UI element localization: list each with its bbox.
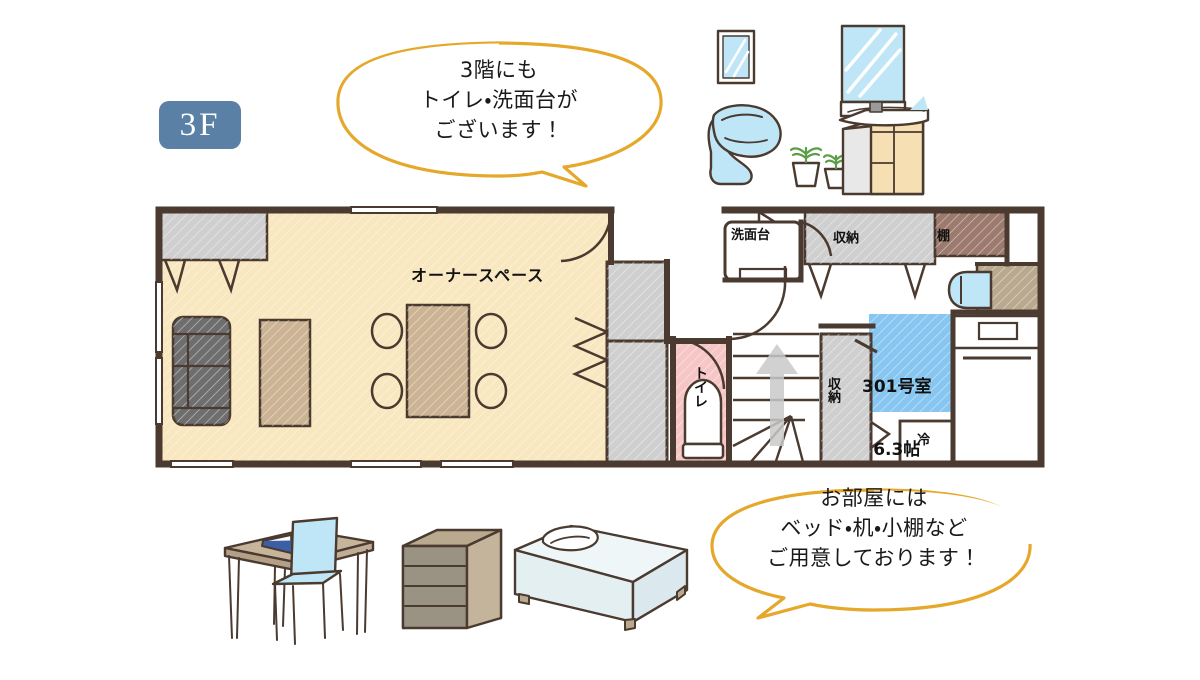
- chair-icon: [271, 516, 344, 645]
- room-label-leader: [854, 338, 878, 354]
- washbasin-unit: [723, 209, 803, 282]
- chest-of-drawers-icon: [401, 528, 503, 630]
- bottom-callout-bubble: お部屋には ベッド・机・小棚など ご用意しております！: [698, 468, 1050, 632]
- furniture-illustration: [215, 498, 695, 650]
- folding-door: [571, 316, 611, 390]
- partition-upper: [605, 260, 669, 343]
- top-callout-text: 3階にも トイレ・洗面台が ございます！: [419, 58, 579, 142]
- bed-icon: [513, 524, 689, 631]
- staircase: [732, 332, 819, 465]
- wall-mirror-icon: [716, 29, 756, 85]
- sink-icon: [947, 270, 993, 310]
- up-arrow-icon: [756, 344, 798, 446]
- potted-plant-icon: [789, 146, 823, 188]
- washing-machine: [951, 314, 1043, 466]
- floor-plan-3f: [155, 206, 1045, 468]
- dining-chairs: [370, 312, 508, 410]
- sofa-furniture: [171, 315, 232, 427]
- side-table-left: [258, 318, 312, 428]
- shelf-top-right: [933, 210, 1009, 258]
- bathroom-illustration: [688, 8, 956, 200]
- vanity-cabinet-icon: [838, 96, 930, 196]
- partition-lower: [605, 339, 669, 466]
- floor-badge-label: 3F: [179, 106, 221, 143]
- room-301-highlight: [869, 314, 953, 412]
- dining-table: [405, 303, 471, 419]
- storage-middle: [819, 332, 892, 466]
- top-callout-bubble: 3階にも トイレ・洗面台が ございます！: [318, 38, 680, 200]
- top-bubble-shape: [336, 41, 663, 188]
- toilet-icon: [707, 104, 782, 186]
- storage-top: [803, 210, 937, 301]
- toilet-fixture-icon: [681, 378, 725, 460]
- door-swings: [560, 209, 833, 390]
- closet-top-left: [159, 210, 269, 294]
- windows: [155, 206, 514, 468]
- bottom-bubble-shape: [710, 488, 1035, 620]
- floor-badge: 3F: [159, 101, 241, 149]
- refrigerator-box: [898, 419, 954, 465]
- bottom-callout-text: お部屋には ベッド・机・小棚など ご用意しております！: [767, 486, 981, 570]
